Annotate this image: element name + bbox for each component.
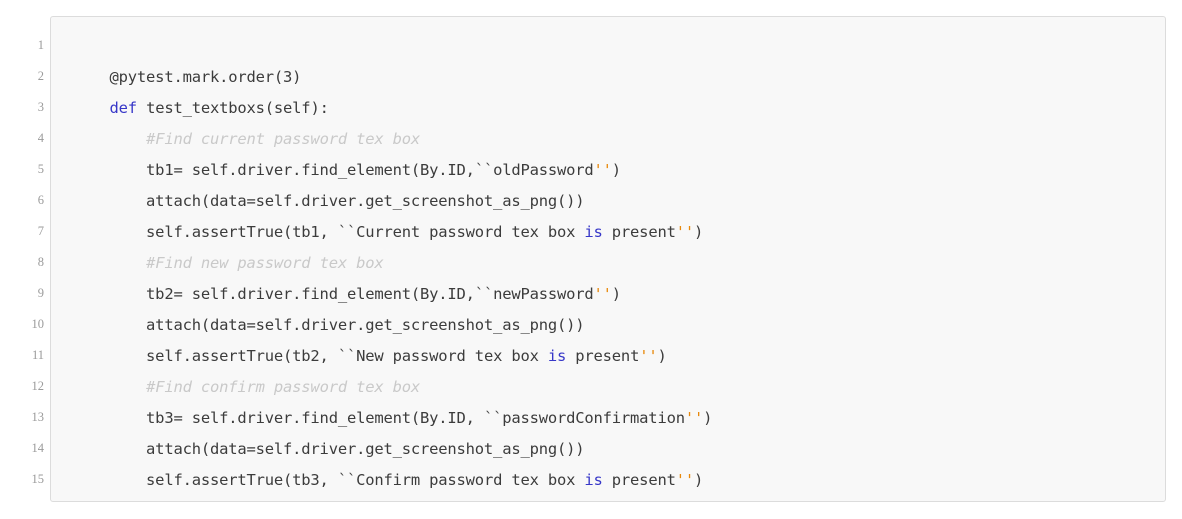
code-line[interactable]: self.assertTrue(tb1, ``Current password …: [73, 217, 1165, 248]
line-number: 3: [37, 100, 44, 114]
code-token-plain: ): [657, 347, 667, 365]
line-number: 14: [31, 441, 45, 455]
code-token-plain: ): [611, 161, 621, 179]
line-number: 15: [31, 472, 45, 486]
code-token-plain: attach(data=self.driver.get_screenshot_a…: [73, 192, 585, 210]
code-token-plain: self.assertTrue(tb2,: [73, 347, 338, 365]
code-line[interactable]: tb1= self.driver.find_element(By.ID,``ol…: [73, 155, 1165, 186]
code-line[interactable]: def test_textboxs(self):: [73, 93, 1165, 124]
code-token-plain: [73, 378, 146, 396]
code-token-opening-quote: ``: [337, 471, 357, 489]
code-token-keyword: is: [584, 223, 603, 241]
code-token-plain: tb2= self.driver.find_element(By.ID,: [73, 285, 475, 303]
line-number: 1: [37, 38, 44, 52]
code-token-plain: ): [703, 409, 713, 427]
code-token-comment: #Find confirm password tex box: [146, 378, 421, 396]
code-token-opening-quote: ``: [474, 285, 494, 303]
code-token-plain: newPassword: [493, 285, 594, 303]
line-number: 7: [37, 224, 44, 238]
line-number: 4: [37, 131, 44, 145]
code-token-plain: passwordConfirmation: [502, 409, 685, 427]
line-number: 9: [37, 286, 44, 300]
code-token-plain: ): [693, 223, 704, 241]
code-line[interactable]: #Find confirm password tex box: [73, 372, 1165, 403]
code-token-closing-quote: '': [675, 471, 694, 489]
code-token-plain: Confirm password tex box: [356, 471, 585, 489]
code-token-plain: ): [693, 471, 704, 489]
code-token-plain: New password tex box: [356, 347, 548, 365]
code-token-closing-quote: '': [639, 347, 658, 365]
code-token-plain: present: [566, 347, 640, 365]
code-token-closing-quote: '': [675, 223, 694, 241]
code-token-comment: #Find new password tex box: [146, 254, 384, 272]
code-token-plain: Current password tex box: [356, 223, 585, 241]
code-token-opening-quote: ``: [337, 347, 357, 365]
line-number: 2: [37, 69, 44, 83]
code-line[interactable]: [73, 31, 1165, 62]
line-number: 12: [31, 379, 45, 393]
code-token-plain: present: [602, 223, 676, 241]
code-token-plain: [73, 99, 110, 117]
code-token-keyword: is: [547, 347, 567, 365]
code-line[interactable]: @pytest.mark.order(3): [73, 62, 1165, 93]
line-number: 10: [31, 317, 45, 331]
code-token-closing-quote: '': [684, 409, 704, 427]
code-token-opening-quote: ``: [483, 409, 503, 427]
code-line[interactable]: attach(data=self.driver.get_screenshot_a…: [73, 310, 1165, 341]
code-token-opening-quote: ``: [474, 161, 494, 179]
code-token-plain: tb3= self.driver.find_element(By.ID,: [73, 409, 484, 427]
code-token-plain: attach(data=self.driver.get_screenshot_a…: [73, 440, 585, 458]
code-token-plain: attach(data=self.driver.get_screenshot_a…: [73, 316, 585, 334]
line-number: 6: [37, 193, 44, 207]
code-token-keyword: def: [109, 99, 138, 117]
line-number: 8: [37, 255, 44, 269]
code-token-keyword: is: [584, 471, 603, 489]
code-token-comment: #Find current password tex box: [146, 130, 421, 148]
code-token-closing-quote: '': [593, 285, 612, 303]
code-token-plain: test_textboxs(self):: [136, 99, 329, 117]
code-line[interactable]: self.assertTrue(tb3, ``Confirm password …: [73, 465, 1165, 496]
line-number: 13: [31, 410, 45, 424]
code-token-plain: oldPassword: [493, 161, 594, 179]
code-token-plain: self.assertTrue(tb1,: [73, 223, 338, 241]
code-token-plain: tb1= self.driver.find_element(By.ID,: [73, 161, 475, 179]
code-line[interactable]: self.assertTrue(tb2, ``New password tex …: [73, 341, 1165, 372]
code-line[interactable]: tb3= self.driver.find_element(By.ID, ``p…: [73, 403, 1165, 434]
code-line[interactable]: attach(data=self.driver.get_screenshot_a…: [73, 434, 1165, 465]
code-pane[interactable]: @pytest.mark.order(3) def test_textboxs(…: [50, 16, 1166, 502]
code-line[interactable]: attach(data=self.driver.get_screenshot_a…: [73, 186, 1165, 217]
code-line[interactable]: #Find new password tex box: [73, 248, 1165, 279]
code-token-closing-quote: '': [593, 161, 612, 179]
line-number: 5: [37, 162, 44, 176]
code-token-plain: [73, 254, 146, 272]
code-line[interactable]: tb2= self.driver.find_element(By.ID,``ne…: [73, 279, 1165, 310]
code-token-plain: present: [602, 471, 676, 489]
code-token-plain: [73, 130, 146, 148]
code-token-plain: self.assertTrue(tb3,: [73, 471, 338, 489]
code-line[interactable]: #Find current password tex box: [73, 124, 1165, 155]
code-token-plain: ): [611, 285, 621, 303]
line-number: 11: [31, 348, 44, 362]
code-token-plain: @pytest.mark.order(3): [73, 68, 302, 86]
code-token-opening-quote: ``: [337, 223, 357, 241]
